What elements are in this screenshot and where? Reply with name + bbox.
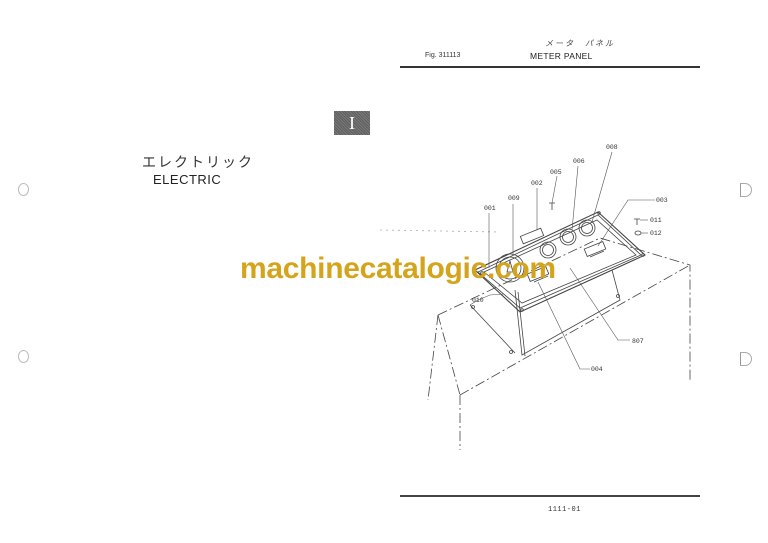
part-label-005: 005 xyxy=(550,169,562,176)
binder-hole-mark-icon xyxy=(18,183,29,196)
part-label-002: 002 xyxy=(531,180,543,187)
part-label-003: 003 xyxy=(656,197,668,204)
page-title: METER PANEL xyxy=(530,51,593,61)
part-label-001: 001 xyxy=(484,205,496,212)
section-title-japanese: エレクトリック xyxy=(142,154,254,170)
part-label-004: 004 xyxy=(591,366,603,373)
binder-hole-mark-icon xyxy=(740,183,752,197)
page-number: 1111-01 xyxy=(548,506,581,514)
section-tab-label: I xyxy=(349,113,355,133)
part-label-011: 011 xyxy=(650,217,662,224)
header-divider xyxy=(400,66,700,68)
part-label-807: 807 xyxy=(632,338,644,345)
page-title-japanese: メータ パネル xyxy=(545,39,615,48)
part-labels: 001 002 003 004 005 006 807 008 009 010 … xyxy=(472,144,668,373)
section-tab: I xyxy=(334,111,370,135)
part-label-008: 008 xyxy=(606,144,618,151)
binder-hole-mark-icon xyxy=(740,352,752,366)
part-label-012: 012 xyxy=(650,230,662,237)
part-label-006: 006 xyxy=(573,158,585,165)
binder-hole-mark-icon xyxy=(18,350,29,363)
section-title: ELECTRIC xyxy=(153,172,222,187)
figure-number: Fig. 311113 xyxy=(425,52,461,59)
part-label-009: 009 xyxy=(508,195,520,202)
watermark: machinecatalogic.com xyxy=(240,252,556,285)
part-label-010: 010 xyxy=(472,297,484,304)
footer-divider xyxy=(400,495,700,497)
